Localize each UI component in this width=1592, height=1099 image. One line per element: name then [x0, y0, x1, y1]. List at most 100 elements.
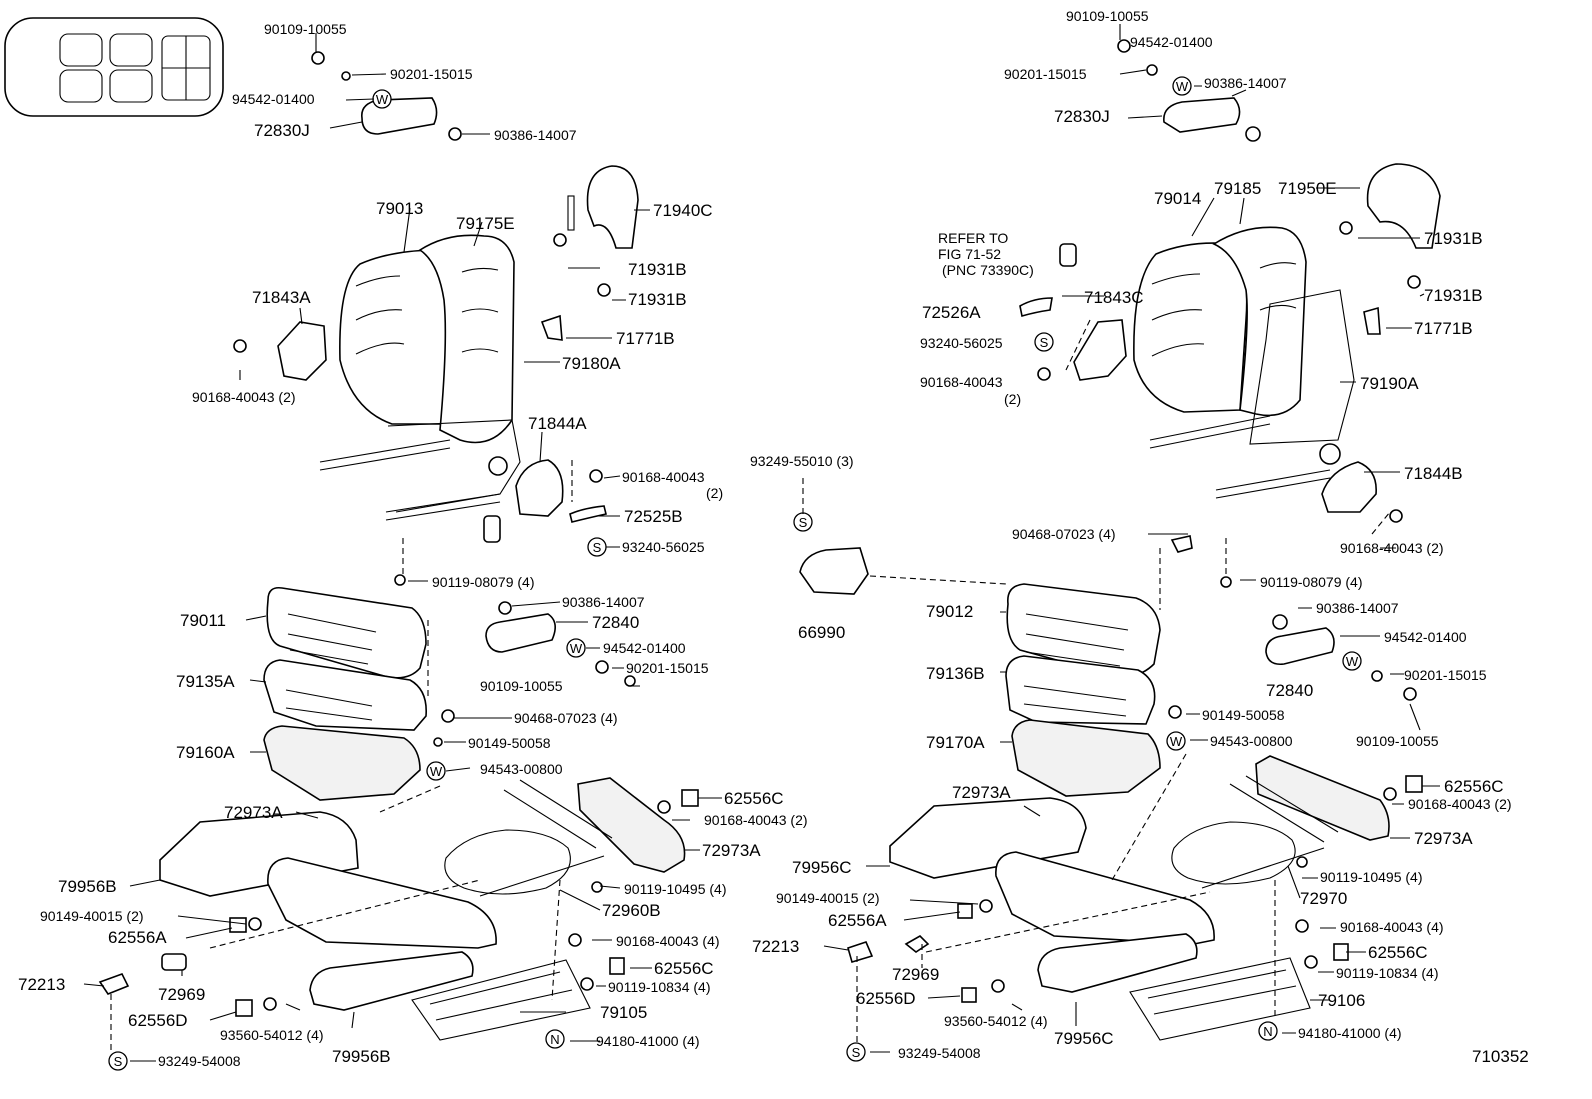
part-label: 94180-41000 (4) [1298, 1025, 1402, 1041]
part-label: (2) [706, 485, 723, 501]
part-label: 79013 [376, 199, 423, 218]
part-label: 72973A [1414, 829, 1473, 848]
part-label: 71771B [1414, 319, 1473, 338]
part-label: 72960B [602, 901, 661, 920]
part-label: 93240-56025 [920, 335, 1003, 351]
part-label: 90168-40043 (4) [1340, 919, 1444, 935]
part-label: 62556C [654, 959, 714, 978]
sealant-symbol: S [1040, 335, 1049, 350]
washer-symbol: W [570, 641, 583, 656]
part-label: 90168-40043 [920, 374, 1003, 390]
part-label: 71844A [528, 414, 587, 433]
part-label: 90149-50058 [1202, 707, 1285, 723]
part-label: 90109-10055 [480, 678, 563, 694]
part-label: 90119-10834 (4) [608, 979, 710, 995]
part-label: 72830J [254, 121, 310, 140]
part-label: 72973A [224, 803, 283, 822]
part-label: 79190A [1360, 374, 1419, 393]
part-label: 79106 [1318, 991, 1365, 1010]
part-label: 72840 [592, 613, 639, 632]
part-label: 62556D [128, 1011, 188, 1030]
reference-note: REFER TO FIG 71-52 (PNC 73390C) [938, 230, 1034, 278]
part-label: 72213 [18, 975, 65, 994]
part-label: 79160A [176, 743, 235, 762]
part-label: 62556D [856, 989, 916, 1008]
part-label: 90109-10055 [1356, 733, 1439, 749]
ref-note-line: FIG 71-52 [938, 246, 1001, 262]
part-label: 94542-01400 [603, 640, 686, 656]
part-label: 72830J [1054, 107, 1110, 126]
part-label: 72525B [624, 507, 683, 526]
part-label: 94542-01400 [1130, 34, 1213, 50]
part-label: 71931B [628, 260, 687, 279]
part-label: 90119-08079 (4) [1260, 574, 1362, 590]
part-label: 66990 [798, 623, 845, 642]
left-part-labels: 90109-10055 90201-15015 94542-01400 7283… [18, 21, 808, 1069]
part-label: 93249-54008 [158, 1053, 241, 1069]
part-label: 90386-14007 [1204, 75, 1287, 91]
part-label: 93240-56025 [622, 539, 705, 555]
part-label: 79170A [926, 733, 985, 752]
part-label: 90168-40043 (2) [1340, 540, 1444, 556]
part-label: 79105 [600, 1003, 647, 1022]
nut-symbol: N [550, 1032, 559, 1047]
diagram-code: 710352 [1472, 1047, 1529, 1066]
part-label: 79956B [58, 877, 117, 896]
part-label: 90468-07023 (4) [1012, 526, 1116, 542]
part-label: 79956C [792, 858, 852, 877]
part-label: 71950E [1278, 179, 1337, 198]
part-label: 90168-40043 (2) [1408, 796, 1512, 812]
washer-symbol: W [1176, 79, 1189, 94]
part-label: 71931B [1424, 286, 1483, 305]
part-label: 93249-55010 (3) [750, 453, 854, 469]
part-label: 90119-10495 (4) [1320, 869, 1422, 885]
part-label: 94542-01400 [232, 91, 315, 107]
part-label: 72840 [1266, 681, 1313, 700]
part-label: 90386-14007 [1316, 600, 1399, 616]
left-seat-assembly [83, 33, 722, 1071]
part-label: 79185 [1214, 179, 1261, 198]
part-label: 72969 [892, 965, 939, 984]
part-label: 71844B [1404, 464, 1463, 483]
part-label: 62556A [828, 911, 887, 930]
right-seat-assembly [793, 24, 1441, 1062]
part-label: 90168-40043 [622, 469, 705, 485]
part-label: 72526A [922, 303, 981, 322]
part-label: 79175E [456, 214, 515, 233]
part-label: 90149-40015 (2) [40, 908, 144, 924]
sealant-symbol: S [799, 515, 808, 530]
part-label: 72213 [752, 937, 799, 956]
washer-symbol: W [1346, 654, 1359, 669]
part-label: 71843C [1084, 288, 1144, 307]
part-label: 90119-10834 (4) [1336, 965, 1438, 981]
washer-symbol: W [376, 92, 389, 107]
part-label: 90168-40043 (2) [704, 812, 808, 828]
part-label: 72969 [158, 985, 205, 1004]
part-label: 79012 [926, 602, 973, 621]
part-label: 72973A [702, 841, 761, 860]
ref-note-line: REFER TO [938, 230, 1008, 246]
part-label: 62556C [1444, 777, 1504, 796]
part-label: 93560-54012 (4) [944, 1013, 1048, 1029]
washer-symbol: W [1170, 734, 1183, 749]
part-label: 71931B [628, 290, 687, 309]
part-label: 79135A [176, 672, 235, 691]
sealant-symbol: S [852, 1045, 861, 1060]
part-label: 90201-15015 [1004, 66, 1087, 82]
part-label: 79014 [1154, 189, 1201, 208]
sealant-symbol: S [114, 1054, 123, 1069]
part-label: 72973A [952, 783, 1011, 802]
nut-symbol: N [1263, 1024, 1272, 1039]
part-label: 62556C [1368, 943, 1428, 962]
part-label: 72970 [1300, 889, 1347, 908]
part-label: 90109-10055 [264, 21, 347, 37]
part-label: 79011 [180, 611, 226, 630]
vehicle-seat-locator-icon [4, 17, 224, 117]
sealant-symbol: S [593, 540, 602, 555]
part-label: 79956B [332, 1047, 391, 1066]
part-label: 71771B [616, 329, 675, 348]
part-label: 71940C [653, 201, 713, 220]
part-label: 62556A [108, 928, 167, 947]
part-label: 71931B [1424, 229, 1483, 248]
